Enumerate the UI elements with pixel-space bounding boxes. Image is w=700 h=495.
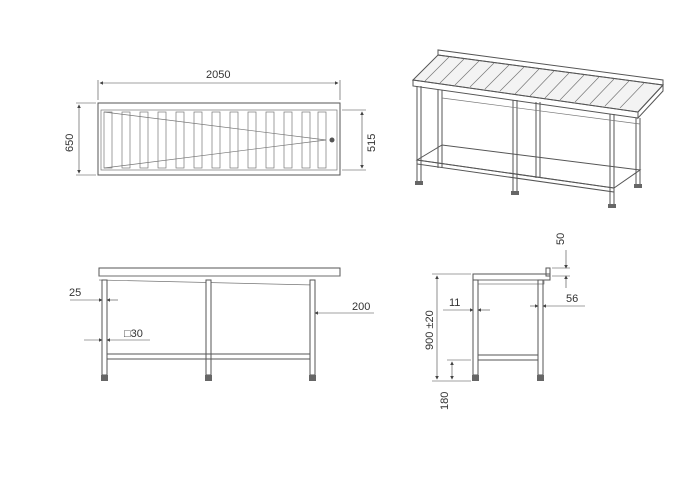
end-view: 50 11 56 900 ±20 180 xyxy=(424,233,585,410)
isometric-slats xyxy=(424,56,645,109)
dim-back: 56 xyxy=(566,293,578,305)
dim-width: 650 xyxy=(64,134,76,152)
dim-height: 900 ±20 xyxy=(424,310,436,350)
isometric-view xyxy=(411,49,665,208)
dim-inner-width: 515 xyxy=(366,134,378,152)
side-view: 25 □30 200 xyxy=(69,267,374,381)
dim-top-upstand: 50 xyxy=(555,233,567,245)
top-view: 2050 650 515 xyxy=(64,69,378,176)
dim-length: 2050 xyxy=(206,69,230,81)
drain-icon xyxy=(329,137,335,143)
dim-overhang: 200 xyxy=(352,301,370,313)
dim-upstand: 25 xyxy=(69,287,81,299)
top-view-slats xyxy=(103,111,327,169)
dim-leg: □30 xyxy=(124,328,143,340)
dim-edge: 11 xyxy=(449,297,460,309)
dim-shelf: 180 xyxy=(439,392,451,410)
